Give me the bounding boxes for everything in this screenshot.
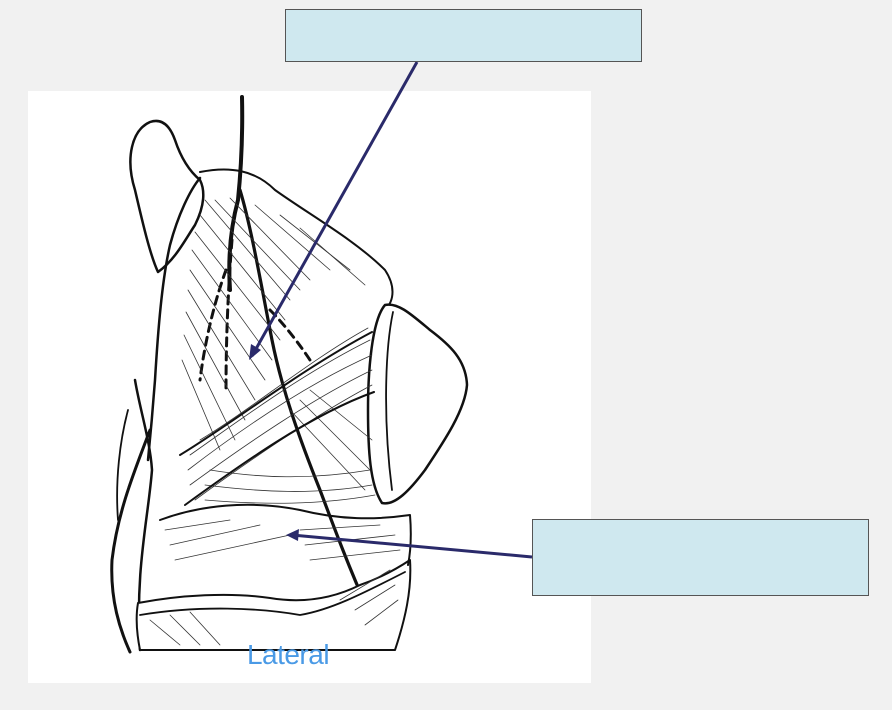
dashed-line-1 <box>224 238 234 392</box>
patella-inner-line <box>385 311 394 491</box>
vessel-left-1 <box>110 428 152 654</box>
dashed-line-2 <box>198 268 228 382</box>
arrow-right-line <box>291 533 533 559</box>
label-box-top[interactable] <box>285 9 642 62</box>
lower-tendon-lower <box>184 391 375 506</box>
diagram-caption: Lateral <box>246 639 330 670</box>
tibia-plateau-line <box>139 571 406 616</box>
knee-illustration <box>110 95 469 654</box>
femur-left-edge <box>146 176 202 462</box>
label-box-right[interactable] <box>532 519 869 596</box>
nerve-branch <box>238 188 370 612</box>
right-patella <box>366 303 469 505</box>
knee-joint-contour <box>159 503 412 566</box>
lower-tendon-upper <box>179 331 373 456</box>
arrow-right-head <box>286 529 299 541</box>
vessel-left-2 <box>133 378 154 652</box>
upper-bone-fragment <box>129 119 205 274</box>
muscle-fibers <box>181 197 376 504</box>
vessel-left-3 <box>116 409 129 521</box>
pointer-arrows <box>249 61 533 559</box>
arrow-top-head <box>249 344 261 360</box>
tibia-outline <box>135 559 412 651</box>
arrow-top-line <box>250 61 419 357</box>
